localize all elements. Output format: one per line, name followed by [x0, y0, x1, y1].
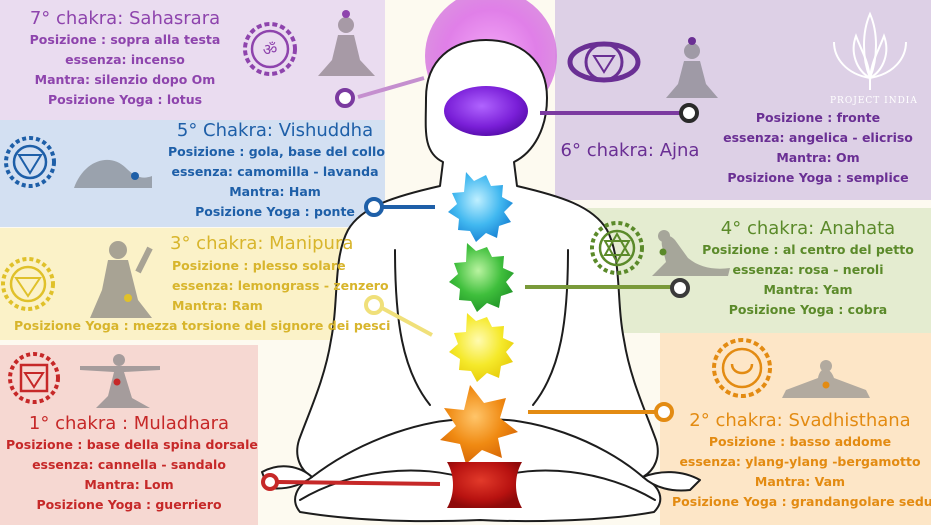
svadhisthana-body-chakra [440, 385, 518, 464]
sahasrara-label: 7° chakra: Sahasrara Posizione : sopra a… [10, 8, 240, 110]
vishuddha-label: 5° Chakra: Vishuddha Posizione : gola, b… [168, 120, 385, 222]
root-chakra-icon [8, 352, 60, 404]
vishuddha-panel [0, 120, 385, 227]
manipura-position: Posizione : plesso solare [172, 258, 346, 273]
muladhara-position: Posizione : base della spina dorsale [6, 437, 258, 452]
svadhisthana-essence: essenza: ylang-ylang -bergamotto [679, 454, 921, 469]
sahasrara-essence: essenza: incenso [65, 52, 185, 67]
sahasrara-yoga: Posizione Yoga : lotus [47, 92, 203, 107]
cobra-pose-icon [652, 230, 730, 276]
project-india-logo [833, 11, 907, 90]
svadhisthana-label: 2° chakra: Svadhisthana Posizione : bass… [672, 410, 931, 512]
manipura-details: Posizione : plesso solare essenza: lemon… [172, 256, 389, 316]
manipura-panel [0, 228, 385, 340]
ajna-essence: essenza: angelica - elicriso [723, 130, 913, 145]
manipura-title-block: 3° chakra: Manipura [170, 233, 354, 255]
muladhara-label: 1° chakra : Muladhara Posizione : base d… [6, 413, 258, 515]
sahasrara-title: 7° chakra: Sahasrara [29, 8, 221, 29]
anahata-position: Posizione : al centro del petto [702, 242, 914, 257]
vishuddha-body-chakra [448, 172, 513, 242]
heart-chakra-icon [590, 221, 644, 275]
easy-pose-icon [666, 37, 718, 98]
manipura-mantra: Mantra: Ram [172, 298, 263, 313]
anahata-title: 4° chakra: Anahata [720, 218, 896, 239]
connector-lines [261, 76, 699, 491]
sahasrara-position: Posizione : sopra alla testa [29, 32, 221, 47]
manipura-yoga-block: Posizione Yoga : mezza torsione del sign… [14, 316, 391, 336]
sacral-chakra-icon [712, 338, 772, 398]
anahata-yoga: Posizione Yoga : cobra [728, 302, 888, 317]
svadhisthana-yoga: Posizione Yoga : grandangolare seduti [672, 494, 931, 509]
ajna-yoga: Posizione Yoga : semplice [727, 170, 909, 185]
manipura-essence: essenza: lemongrass - zenzero [172, 278, 389, 293]
sahasrara-mantra: Mantra: silenzio dopo Om [34, 72, 216, 87]
muladhara-panel [0, 345, 258, 525]
muladhara-body-chakra [447, 462, 522, 508]
muladhara-yoga: Posizione Yoga : guerriero [36, 497, 222, 512]
svadhisthana-mantra: Mantra: Vam [754, 474, 846, 489]
muladhara-mantra: Mantra: Lom [84, 477, 174, 492]
seated-wide-angle-pose-icon [782, 360, 870, 398]
ajna-label: Posizione : fronte essenza: angelica - e… [712, 108, 924, 188]
sahasrara-panel [0, 0, 385, 120]
manipura-title: 3° chakra: Manipura [170, 233, 354, 254]
solar-plexus-chakra-icon [1, 257, 55, 311]
ajna-title: 6° chakra: Ajna [560, 140, 700, 161]
throat-chakra-icon [4, 136, 56, 188]
vishuddha-mantra: Mantra: Ham [229, 184, 321, 199]
vishuddha-title: 5° Chakra: Vishuddha [176, 120, 374, 141]
brand-name: PROJECT INDIA [830, 96, 918, 106]
muladhara-title: 1° chakra : Muladhara [28, 413, 230, 434]
muladhara-essence: essenza: cannella - sandalo [32, 457, 226, 472]
ajna-title-block: 6° chakra: Ajna [555, 140, 705, 162]
svg-text:ॐ: ॐ [263, 40, 278, 59]
third-eye-chakra-icon [567, 41, 641, 83]
anahata-essence: essenza: rosa - neroli [732, 262, 884, 277]
anahata-label: 4° chakra: Anahata Posizione : al centro… [690, 218, 926, 320]
anahata-body-chakra [449, 243, 514, 312]
crown-chakra-icon: ॐ [243, 22, 297, 76]
svadhisthana-panel [660, 333, 931, 525]
vishuddha-yoga: Posizione Yoga : ponte [195, 204, 355, 219]
half-fish-twist-pose-icon [90, 241, 153, 318]
anahata-mantra: Mantra: Yam [763, 282, 853, 297]
ajna-position: Posizione : fronte [755, 110, 881, 125]
svadhisthana-title: 2° chakra: Svadhisthana [689, 410, 911, 431]
ajna-panel [555, 0, 931, 200]
bridge-pose-icon [74, 159, 152, 188]
ajna-mantra: Mantra: Om [776, 150, 860, 165]
svadhisthana-position: Posizione : basso addome [708, 434, 892, 449]
ajna-body-chakra [444, 86, 528, 136]
manipura-body-chakra [449, 313, 514, 382]
lotus-pose-icon [318, 10, 375, 76]
manipura-yoga: Posizione Yoga : mezza torsione del sign… [14, 318, 391, 333]
warrior-pose-icon [80, 354, 160, 408]
vishuddha-essence: essenza: camomilla - lavanda [171, 164, 379, 179]
vishuddha-position: Posizione : gola, base del collo [168, 144, 385, 159]
